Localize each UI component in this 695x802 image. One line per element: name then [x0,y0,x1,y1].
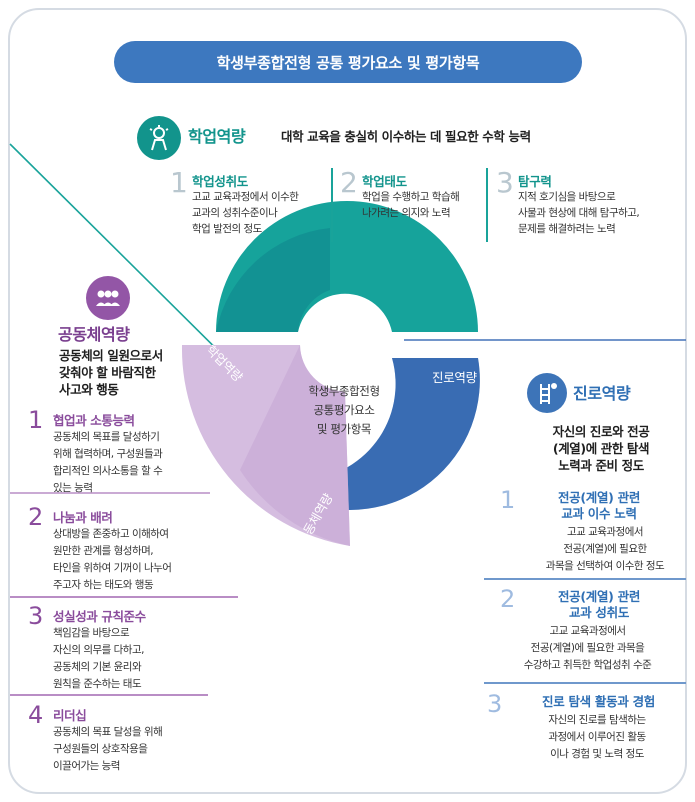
item-title: 나눔과 배려 [53,510,113,525]
academic-ring-shade [216,228,330,332]
item-number: 2 [28,503,44,531]
item-line: 수강하고 취득한 학업성취 수준 [523,659,652,671]
lightbulb-person-icon [137,116,181,160]
item-title-line: 교과 이수 노력 [561,506,637,521]
item-body: 자신의 진로를 탐색하는 과정에서 이루어진 활동 이나 경험 및 노력 정도 [512,712,682,763]
item-line: 주고자 하는 태도와 행동 [53,579,154,591]
page-title: 학생부종합전형 공통 평가요소 및 평가항목 [114,41,582,83]
community-description: 공동체의 일원으로서 갖춰야 할 바람직한 사고와 행동 [59,347,163,398]
item-body: 고교 교육과정에서 전공(계열)에 필요한 과목을 수강하고 취득한 학업성취 … [490,623,685,674]
community-title: 공동체역량 [58,325,130,344]
item-line: 과정에서 이루어진 활동 [548,731,646,743]
ring-label-career: 진로역량 [432,370,477,385]
item-line: 자신의 진로를 탐색하는 [548,714,646,726]
item-title-line: 진로 탐색 활동과 경험 [542,694,655,709]
item-body: 공동체의 목표를 달성하기 위해 협력하며, 구성원들과 합리적인 의사소통을 … [53,429,163,497]
career-separator [484,682,686,684]
desc-line: 공동체의 일원으로서 [59,348,163,363]
academic-description: 대학 교육을 충실히 이수하는 데 필요한 수학 능력 [281,129,531,144]
item-line: 타인을 위하여 기꺼이 나누어 [53,562,172,574]
item-line: 지적 호기심을 바탕으로 [518,191,616,203]
item-line: 학업 발전의 정도 [192,223,262,235]
item-line: 원만한 관계를 형성하며, [53,545,154,557]
item-line: 공동체의 기본 윤리와 [53,661,142,673]
item-line: 나가려는 의지와 노력 [362,207,451,219]
community-separator [10,596,238,598]
ladder-climber-icon [527,373,567,413]
center-label: 학생부종합전형 공통평가요소 및 평가항목 [285,382,403,439]
item-title: 리더십 [53,708,87,723]
item-body: 고교 교육과정에서 전공(계열)에 필요한 과목을 선택하여 이수한 정도 [525,524,685,575]
item-line: 위해 협력하며, 구성원들과 [53,448,163,460]
item-line: 고교 교육과정에서 [566,526,644,538]
item-body: 책임감을 바탕으로 자신의 의무를 다하고, 공동체의 기본 윤리와 원칙을 준… [53,625,144,693]
item-body: 상대방을 존중하고 이해하여 원만한 관계를 형성하며, 타인을 위하여 기꺼이… [53,526,172,594]
desc-line: 자신의 진로와 전공 [552,424,650,439]
item-line: 학업을 수행하고 학습해 [362,191,460,203]
item-line: 있는 능력 [53,482,93,494]
item-line: 교과의 성취수준이나 [192,207,278,219]
outer-frame [8,8,687,794]
item-line: 공동체의 목표를 달성하기 [53,431,160,443]
academic-title: 학업역량 [188,127,246,146]
item-line: 과목을 선택하여 이수한 정도 [545,560,665,572]
item-number: 4 [28,701,44,729]
item-number: 2 [500,585,516,613]
item-title-line: 교과 성취도 [568,605,630,620]
item-line: 구성원들의 상호작용을 [53,743,148,755]
academic-ring-segment [216,201,478,332]
item-title: 전공(계열) 관련 교과 이수 노력 [524,490,674,522]
item-line: 고교 교육과정에서 이수한 [192,191,299,203]
item-number: 3 [496,166,514,199]
desc-line: 노력과 준비 정도 [558,458,644,473]
group-people-icon [86,276,130,320]
item-number: 3 [28,602,44,630]
item-number: 2 [340,166,358,199]
career-title: 진로역량 [573,384,631,403]
desc-line: 갖춰야 할 바람직한 [59,365,156,380]
community-separator [10,694,208,696]
item-line: 전공(계열)에 필요한 과목을 [530,642,645,654]
item-number: 1 [500,486,516,514]
item-title: 탐구력 [518,174,552,189]
academic-separator [331,168,333,242]
item-number: 1 [170,166,188,199]
center-label-line: 및 평가항목 [316,422,372,436]
item-title-line: 전공(계열) 관련 [557,490,641,505]
item-line: 고교 교육과정에서 [549,625,626,637]
item-title: 학업성취도 [192,174,249,189]
item-body: 공동체의 목표 달성을 위해 구성원들의 상호작용을 이끌어가는 능력 [53,724,163,775]
center-label-line: 공통평가요소 [313,403,375,417]
item-title-line: 전공(계열) 관련 [557,589,641,604]
item-line: 문제를 해결하려는 노력 [518,223,616,235]
desc-line: (계열)에 관한 탐색 [552,441,650,456]
item-body: 지적 호기심을 바탕으로 사물과 현상에 대해 탐구하고, 문제를 해결하려는 … [518,189,640,237]
item-title: 학업태도 [362,174,407,189]
item-title: 전공(계열) 관련 교과 성취도 [524,589,674,621]
academic-separator [486,168,488,242]
item-line: 자신의 의무를 다하고, [53,644,144,656]
item-line: 합리적인 의사소통을 할 수 [53,465,163,477]
desc-line: 사고와 행동 [59,382,119,397]
item-number: 3 [487,690,503,718]
item-line: 사물과 현상에 대해 탐구하고, [518,207,640,219]
item-line: 원칙을 준수하는 태도 [53,678,142,690]
item-line: 이나 경험 및 노력 정도 [550,748,644,760]
item-body: 학업을 수행하고 학습해 나가려는 의지와 노력 [362,189,460,221]
item-title: 진로 탐색 활동과 경험 [511,694,686,710]
item-line: 전공(계열)에 필요한 [563,543,647,555]
item-line: 이끌어가는 능력 [53,760,120,772]
item-number: 1 [28,406,44,434]
career-description: 자신의 진로와 전공 (계열)에 관한 탐색 노력과 준비 정도 [526,423,676,474]
item-title: 성실성과 규칙준수 [53,609,146,624]
item-line: 책임감을 바탕으로 [53,627,130,639]
career-separator [484,578,686,580]
item-title: 협업과 소통능력 [53,413,135,428]
item-line: 공동체의 목표 달성을 위해 [53,726,163,738]
item-body: 고교 교육과정에서 이수한 교과의 성취수준이나 학업 발전의 정도 [192,189,299,237]
item-line: 상대방을 존중하고 이해하여 [53,528,169,540]
center-label-line: 학생부종합전형 [308,384,380,398]
